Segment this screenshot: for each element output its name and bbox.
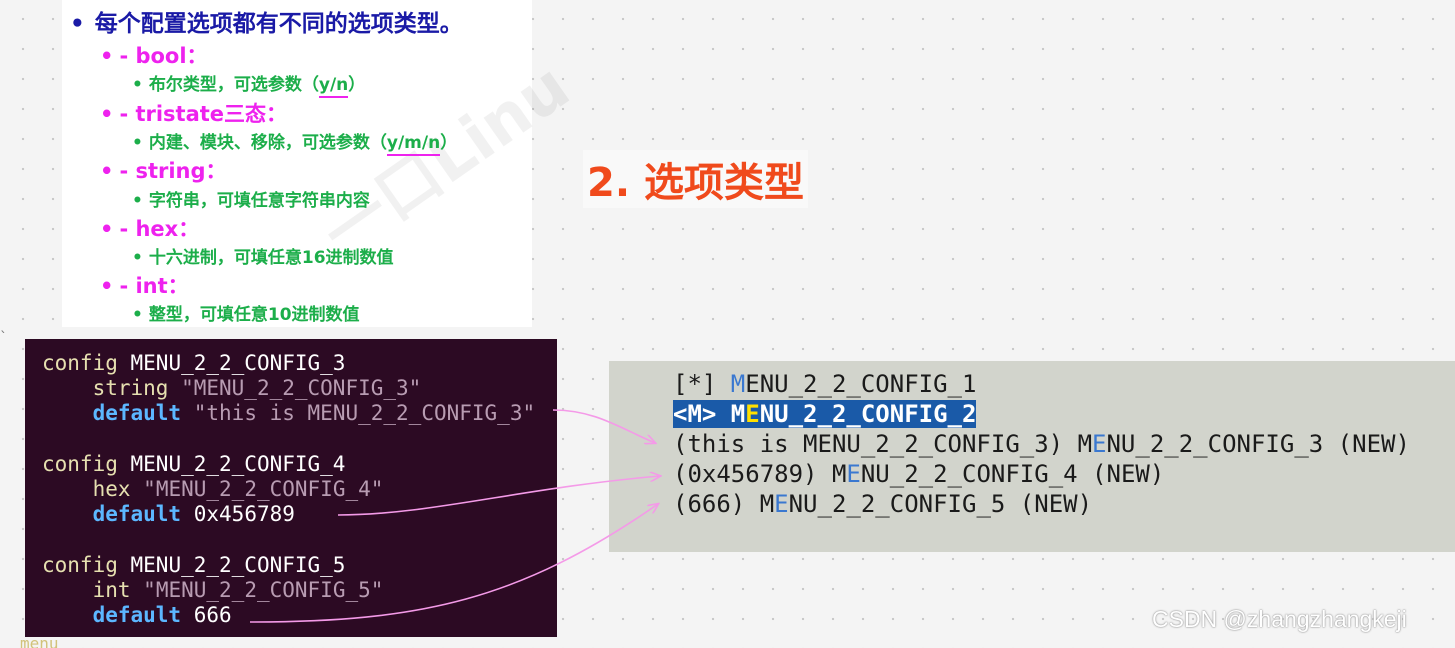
bullet-icon: • [70, 11, 85, 37]
code-type-line: int "MENU_2_2_CONFIG_5" [92, 578, 384, 602]
code-config-line: config MENU_2_2_CONFIG_4 [42, 452, 346, 476]
corner-mark: ` [0, 330, 7, 346]
menu-hotkey: E [745, 400, 760, 428]
type-bool: •- bool： [100, 44, 208, 68]
code-type-line: hex "MENU_2_2_CONFIG_4" [92, 477, 384, 501]
type-string: •- string： [100, 159, 227, 183]
type-tristate: •- tristate三态： [100, 102, 288, 126]
type-int: •- int： [100, 274, 189, 298]
csdn-watermark: CSDN @zhangzhangkeji [1152, 606, 1407, 632]
menuconfig-panel: [*] MENU_2_2_CONFIG_1 <M> MENU_2_2_CONFI… [609, 361, 1455, 552]
bullet-icon: • [100, 44, 114, 68]
menu-item-config-4[interactable]: (0x456789) MENU_2_2_CONFIG_4 (NEW) [673, 460, 1165, 488]
desc-string: •字符串，可填任意字符串内容 [132, 191, 370, 211]
bullet-icon: • [132, 305, 143, 325]
menu-hotkey: M [730, 370, 746, 398]
code-default-line: default 0x456789 [92, 502, 295, 526]
kconfig-code-panel: config MENU_2_2_CONFIG_3 string "MENU_2_… [25, 339, 557, 637]
bullet-icon: • [132, 248, 143, 268]
bullet-icon: • [100, 217, 114, 241]
code-config-line: config MENU_2_2_CONFIG_5 [42, 553, 346, 577]
desc-int: •整型，可填任意10进制数值 [132, 305, 360, 325]
desc-bool: •布尔类型，可选参数（y/n） [132, 70, 365, 98]
bullet-icon: • [132, 191, 143, 211]
card-heading: •每个配置选项都有不同的选项类型。 [70, 11, 463, 37]
section-title: 2. 选项类型 [583, 150, 808, 208]
desc-tristate: •内建、模块、移除，可选参数（y/m/n） [132, 128, 457, 156]
menu-hotkey: E [774, 490, 789, 518]
menu-item-config-3[interactable]: (this is MENU_2_2_CONFIG_3) MENU_2_2_CON… [673, 430, 1410, 458]
code-default-line: default "this is MENU_2_2_CONFIG_3" [92, 401, 536, 425]
menu-hotkey: E [1092, 430, 1107, 458]
code-config-line: config MENU_2_2_CONFIG_3 [42, 351, 346, 375]
code-partial-line: menu [20, 634, 59, 648]
bullet-icon: • [100, 159, 114, 183]
menu-hotkey: E [846, 460, 861, 488]
code-type-line: string "MENU_2_2_CONFIG_3" [92, 376, 422, 400]
bullet-icon: • [132, 133, 143, 153]
menu-item-config-2[interactable]: <M> MENU_2_2_CONFIG_2 [673, 400, 977, 428]
menu-item-config-5[interactable]: (666) MENU_2_2_CONFIG_5 (NEW) [673, 490, 1093, 518]
bullet-icon: • [100, 102, 114, 126]
code-default-line: default 666 [92, 603, 232, 627]
menu-item-config-1[interactable]: [*] MENU_2_2_CONFIG_1 [673, 370, 977, 398]
bullet-icon: • [132, 75, 143, 95]
notes-card: 一口Linu •每个配置选项都有不同的选项类型。 •- bool： •布尔类型，… [62, 0, 583, 327]
bullet-icon: • [100, 274, 114, 298]
type-hex: •- hex： [100, 217, 200, 241]
desc-hex: •十六进制，可填任意16进制数值 [132, 248, 394, 268]
